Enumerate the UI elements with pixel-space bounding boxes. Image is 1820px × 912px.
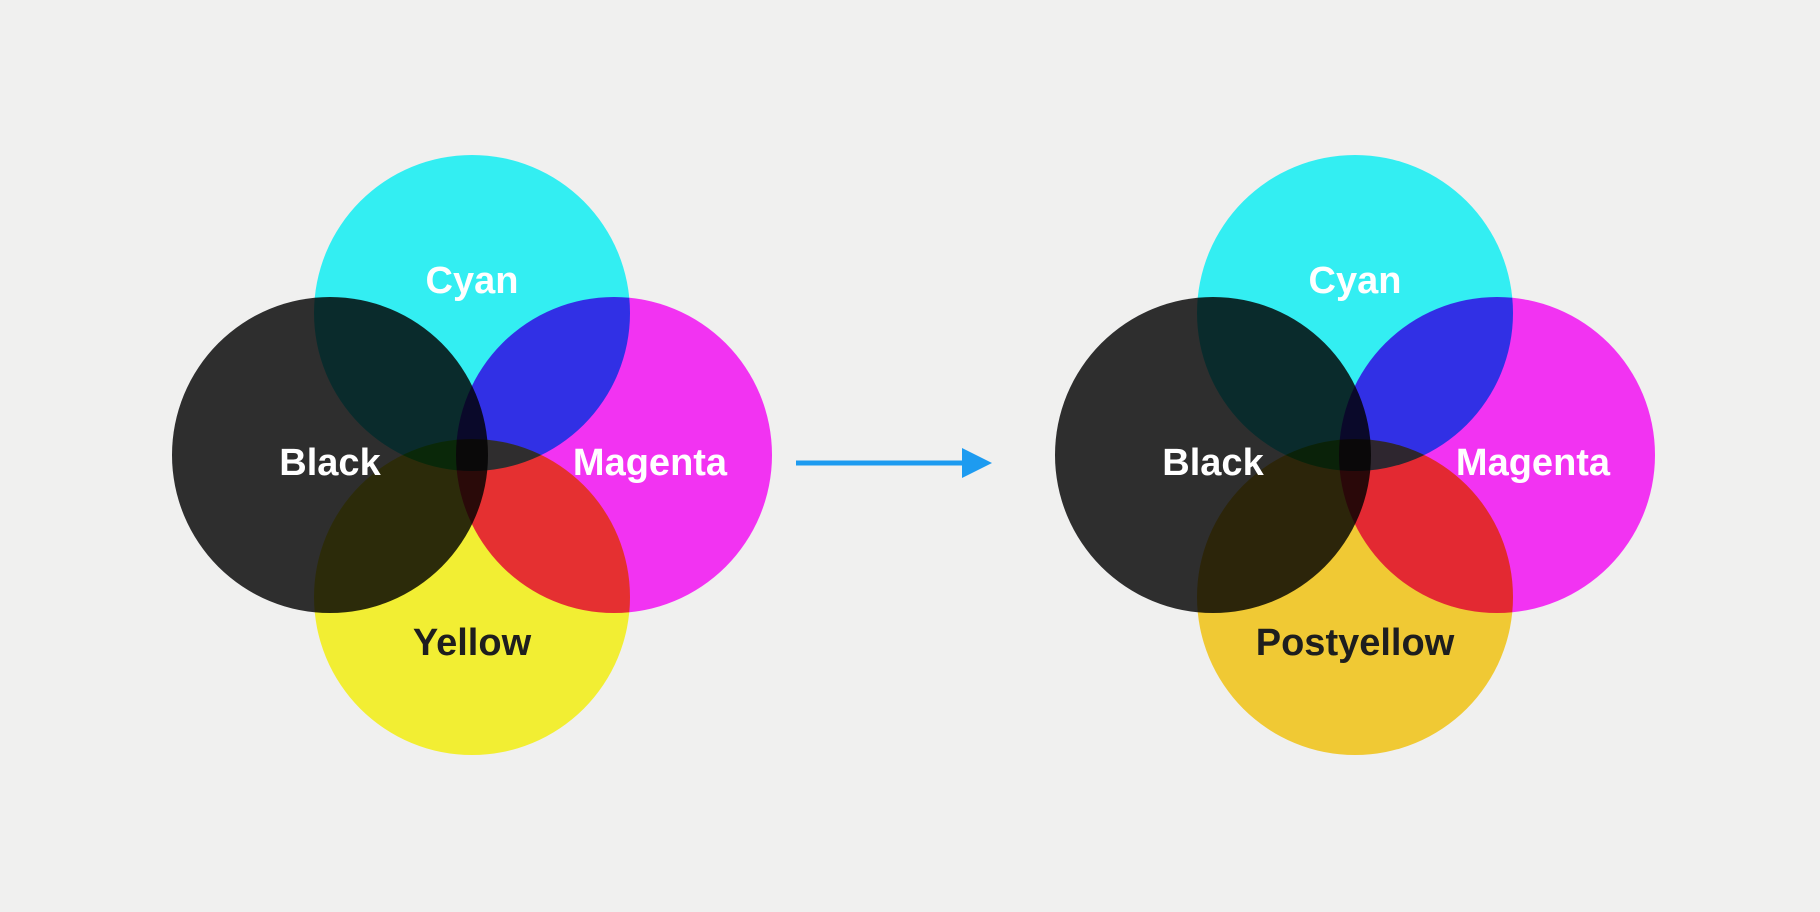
transform-arrow: [790, 440, 1000, 486]
right-arrow-icon: [796, 448, 992, 478]
black-label: Black: [1162, 442, 1264, 484]
magenta-label: Magenta: [1455, 442, 1611, 484]
black-label: Black: [279, 442, 381, 484]
cyan-label: Cyan: [1308, 260, 1402, 302]
yellow-circle: [314, 439, 630, 755]
cmyk-diagram-before: Cyan Black Magenta Yellow: [172, 155, 772, 755]
postyellow-label: Postyellow: [1255, 622, 1455, 664]
cyan-label: Cyan: [425, 260, 519, 302]
magenta-label: Magenta: [572, 442, 728, 484]
yellow-label: Yellow: [412, 622, 532, 664]
postyellow-circle: [1197, 439, 1513, 755]
cmyk-diagram-after: Cyan Black Magenta Postyellow: [1055, 155, 1655, 755]
